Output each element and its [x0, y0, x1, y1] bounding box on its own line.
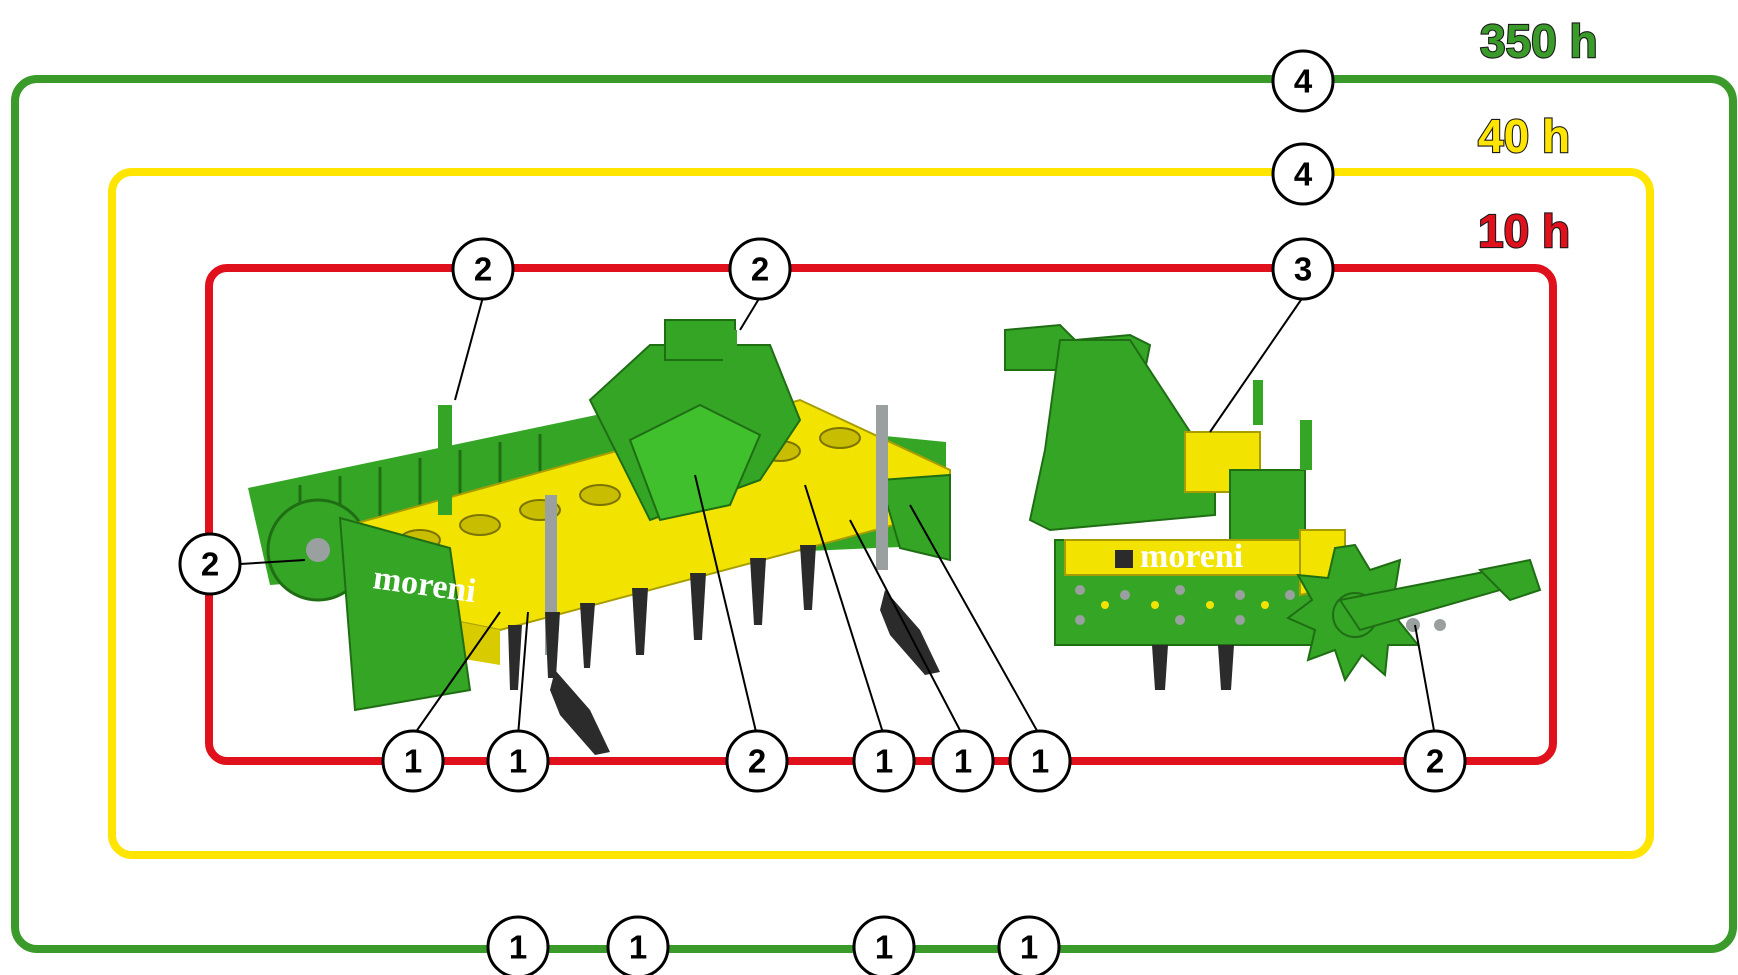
callout-green-top: 4 — [1271, 49, 1335, 113]
callout-red-left: 2 — [178, 532, 242, 596]
interval-label-40h: 40 h — [1478, 110, 1570, 162]
callout-red-bottom-6: 1 — [1008, 729, 1072, 793]
callout-red-bottom-3: 2 — [725, 729, 789, 793]
harrow-side-illustration: moreni — [1004, 323, 1542, 690]
svg-text:4: 4 — [1294, 63, 1313, 100]
interval-label-350h: 350 h — [1480, 15, 1598, 67]
svg-text:1: 1 — [875, 743, 893, 780]
svg-text:4: 4 — [1294, 156, 1313, 193]
callout-red-bottom-5: 1 — [931, 729, 995, 793]
svg-text:2: 2 — [1426, 743, 1444, 780]
callout-green-bottom-2: 1 — [606, 915, 670, 975]
svg-text:2: 2 — [201, 546, 219, 583]
svg-text:2: 2 — [751, 251, 769, 288]
svg-text:1: 1 — [1020, 929, 1038, 966]
svg-text:1: 1 — [954, 743, 972, 780]
callout-red-bottom-1: 1 — [381, 729, 445, 793]
callout-red-top-right: 3 — [1271, 237, 1335, 301]
svg-text:1: 1 — [629, 929, 647, 966]
frame-40h — [108, 168, 1654, 859]
callout-yellow-top: 4 — [1271, 142, 1335, 206]
harrow-illustration: moreni — [248, 319, 951, 755]
svg-text:1: 1 — [875, 929, 893, 966]
interval-label-10h: 10 h — [1478, 205, 1570, 257]
svg-text:1: 1 — [404, 743, 422, 780]
svg-text:2: 2 — [748, 743, 766, 780]
callout-red-top-mid: 2 — [728, 237, 792, 301]
callout-green-bottom-4: 1 — [997, 915, 1061, 975]
svg-text:1: 1 — [509, 929, 527, 966]
svg-text:3: 3 — [1294, 251, 1312, 288]
callout-green-bottom-3: 1 — [852, 915, 916, 975]
callout-red-bottom-7: 2 — [1403, 729, 1467, 793]
callout-red-bottom-2: 1 — [486, 729, 550, 793]
svg-text:1: 1 — [1031, 743, 1049, 780]
svg-text:1: 1 — [509, 743, 527, 780]
brand-logo: moreni — [1140, 538, 1243, 575]
svg-text:2: 2 — [474, 251, 492, 288]
callout-red-top-left: 2 — [451, 237, 515, 301]
leader-lines — [239, 296, 1436, 737]
callout-red-bottom-4: 1 — [852, 729, 916, 793]
callout-green-bottom-1: 1 — [486, 915, 550, 975]
